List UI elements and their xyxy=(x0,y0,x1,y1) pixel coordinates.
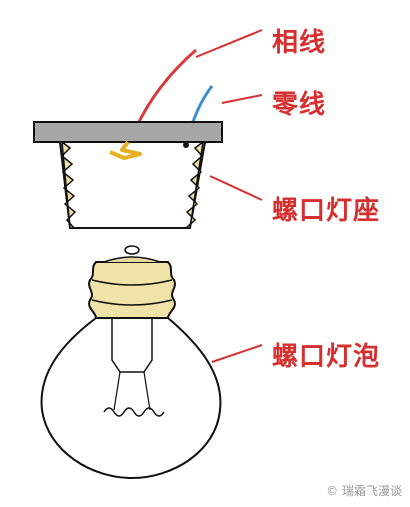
leader-line-bulb xyxy=(211,344,263,363)
center-contact xyxy=(109,140,142,160)
bulb-base-top xyxy=(103,256,161,263)
bulb-tip-contact xyxy=(124,245,140,255)
socket-thread-right xyxy=(184,140,205,229)
label-live-wire: 相线 xyxy=(272,28,327,58)
bulb-filament xyxy=(103,407,165,417)
ceiling-plate xyxy=(33,121,223,143)
bulb-screw-base xyxy=(88,261,176,319)
leader-line-live xyxy=(195,29,263,58)
bulb-stem xyxy=(111,318,153,373)
bulb-lead-right xyxy=(143,371,151,411)
bulb-lead-left xyxy=(113,371,121,411)
leader-line-socket xyxy=(209,175,263,201)
label-neutral-wire: 零线 xyxy=(272,90,327,120)
leader-line-neutral xyxy=(221,94,263,104)
bulb-thread-line-2 xyxy=(91,299,173,306)
neutral-terminal xyxy=(183,142,189,148)
socket-thread-left xyxy=(60,140,77,229)
label-screw-bulb: 螺口灯泡 xyxy=(272,342,381,372)
bulb-glass xyxy=(40,317,222,480)
bulb-thread-line-1 xyxy=(91,279,173,286)
label-screw-socket: 螺口灯座 xyxy=(272,196,381,226)
watermark: © 瑞霜飞漫谈 xyxy=(326,484,402,498)
